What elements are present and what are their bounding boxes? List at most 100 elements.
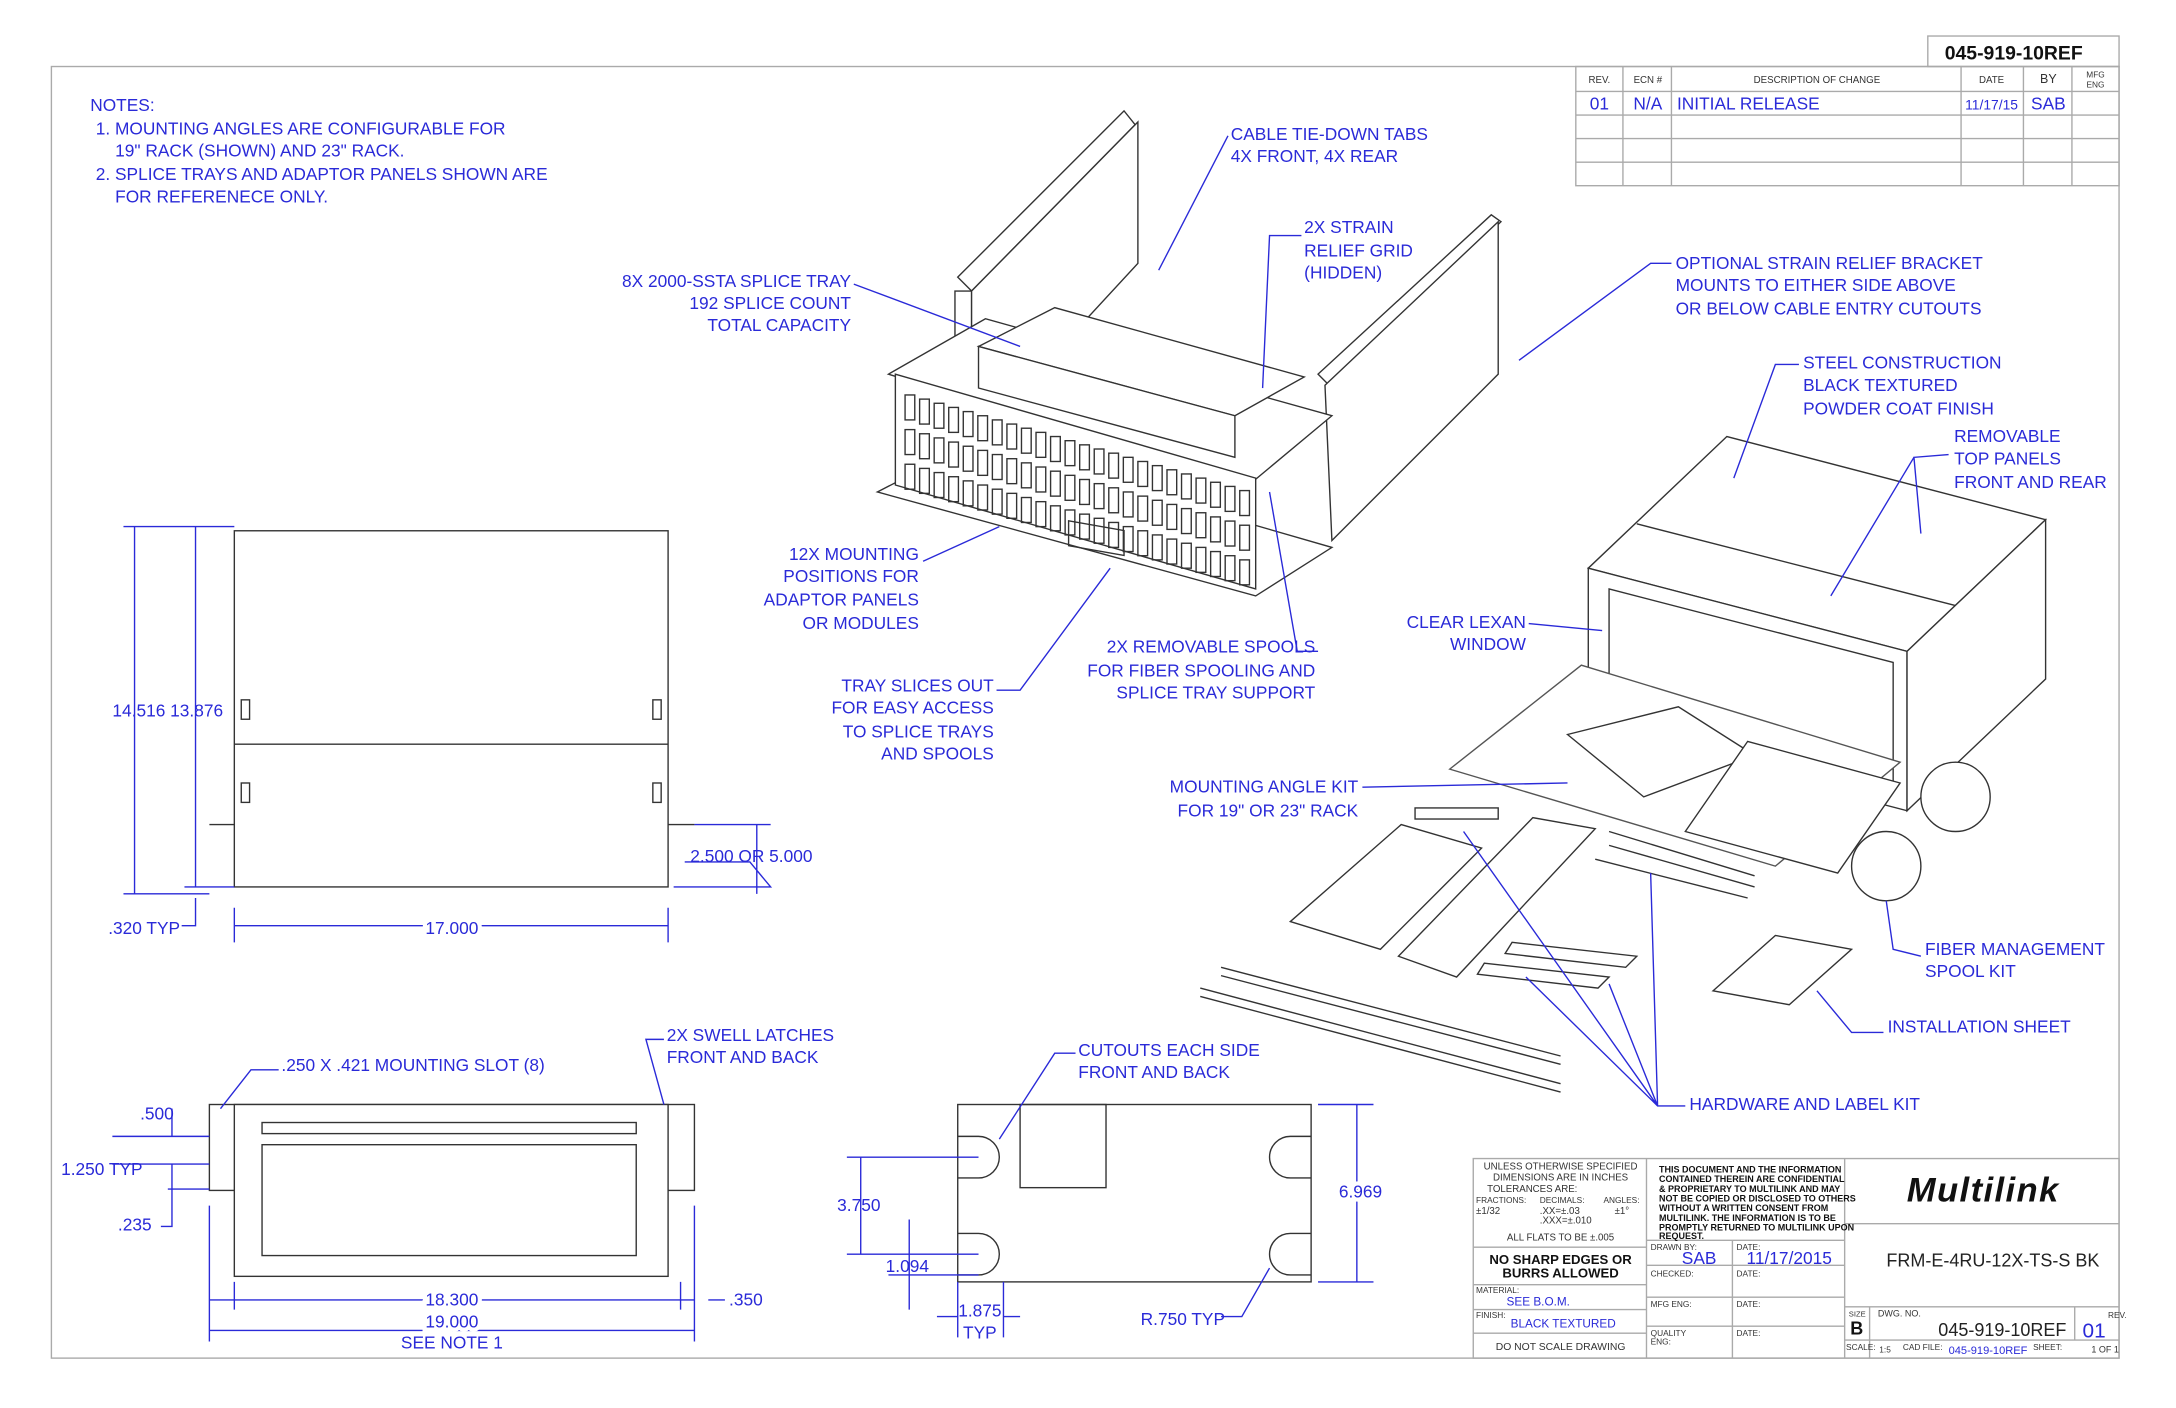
date-cell: 11/17/15 [1965,96,2018,112]
dimension-labels: 14.516 13.876 .320 TYP 17.000 2.500 OR 5… [61,700,1386,1352]
no-sharp-edges-2: BURRS ALLOWED [1502,1266,1618,1281]
drawn-by-value: SAB [1682,1248,1717,1268]
callout-steel: STEEL CONSTRUCTION [1803,353,2001,373]
adaptor-port [962,480,974,507]
tol-decimals-xx: .XX=±.03 [1540,1206,1580,1217]
adaptor-port [1122,456,1134,483]
callout-angle-kit: MOUNTING ANGLE KIT [1170,777,1359,797]
dim-320: .320 TYP [108,918,180,938]
adaptor-port [1064,474,1076,501]
adaptor-port [1224,555,1236,582]
adaptor-port [933,471,945,499]
adaptor-port [1239,524,1251,551]
cad-file-value: 045-919-10REF [1949,1345,2028,1357]
confidential-6: MULTILINK. THE INFORMATION IS TO BE [1659,1213,1836,1223]
callout-splice-tray-2: 192 SPLICE COUNT [689,293,851,313]
multilink-logo: Multilink [1907,1172,2060,1210]
material-value: SEE B.O.M. [1507,1295,1570,1308]
adaptor-port [1239,489,1251,517]
adaptor-port [1166,503,1178,531]
adaptor-port [1151,464,1163,492]
callout-strain-bracket: OPTIONAL STRAIN RELIEF BRACKET [1676,253,1984,273]
adaptor-port [1020,427,1032,454]
adaptor-port [1180,507,1192,535]
desc-cell: INITIAL RELEASE [1677,93,1820,113]
callout-splice-tray-3: TOTAL CAPACITY [707,315,851,335]
top-view [209,530,695,888]
confidential-7: PROMPTLY RETURNED TO MULTILINK UPON [1659,1223,1854,1233]
adaptor-port [1122,491,1134,518]
callout-mounting-positions-2: POSITIONS FOR [783,566,919,586]
dwg-no-value: 045-919-10REF [1938,1320,2066,1340]
adaptor-port [1035,466,1047,493]
tol-decimals-xxx: .XXX=±.010 [1540,1216,1593,1227]
callout-strain-bracket-3: OR BELOW CABLE ENTRY CUTOUTS [1676,299,1982,319]
tol-flats: ALL FLATS TO BE ±.005 [1507,1232,1614,1243]
dim-350: .350 [729,1289,763,1309]
adaptor-ports-grid [904,394,1251,586]
tol-fractions-label: FRACTIONS: [1476,1195,1526,1205]
quality-label: QUALITY [1651,1328,1687,1338]
ecn-header: ECN # [1634,75,1663,86]
revision-table: REV. ECN # DESCRIPTION OF CHANGE DATE BY… [1575,65,2120,187]
adaptor-port [1035,431,1047,459]
adaptor-port [1180,542,1192,569]
adaptor-port [918,467,931,495]
adaptor-port [1049,470,1061,497]
callout-strain-bracket-2: MOUNTS TO EITHER SIDE ABOVE [1676,275,1956,295]
callout-cutouts: CUTOUTS EACH SIDE [1078,1040,1260,1060]
size-label: SIZE [1849,1310,1866,1319]
dim-1250: 1.250 TYP [61,1159,142,1179]
adaptor-port [1078,513,1091,540]
mfg-header: MFG [2086,70,2104,80]
checked-date-label: DATE: [1737,1268,1761,1278]
callout-lexan: CLEAR LEXAN [1407,612,1526,632]
adaptor-port [1020,496,1032,524]
adaptor-port [962,445,974,472]
confidential-8: REQUEST. [1659,1231,1704,1241]
leader-lines [112,135,1949,1342]
sheet-border [50,65,2120,1359]
callout-top-panels-3: FRONT AND REAR [1954,472,2107,492]
callout-strain-grid-3: (HIDDEN) [1304,263,1382,283]
dim-r750: R.750 TYP [1141,1309,1225,1329]
mfg-date-label: DATE: [1737,1299,1761,1309]
adaptor-port [1209,550,1222,578]
desc-header: DESCRIPTION OF CHANGE [1754,75,1881,86]
adaptor-port [991,419,1003,446]
adaptor-port [1195,546,1207,574]
rev-label: REV. [2108,1310,2127,1320]
adaptor-port [933,402,945,429]
confidential-2: CONTAINED THEREIN ARE CONFIDENTIAL [1659,1174,1845,1184]
dim-latch-pos: 2.500 OR 5.000 [690,846,812,866]
adaptor-port [948,476,960,503]
callout-mounting-positions-3: ADAPTOR PANELS [764,590,919,610]
scale-label: SCALE: [1846,1342,1876,1352]
notes: NOTES: 1. MOUNTING ANGLES ARE CONFIGURAB… [90,95,547,206]
ecn-cell: N/A [1633,93,1662,113]
adaptor-port [977,449,989,477]
callout-strain-grid-2: RELIEF GRID [1304,240,1413,260]
adaptor-port [1209,481,1222,508]
adaptor-port [1064,440,1076,467]
adaptor-port [1006,458,1018,485]
tol-fractions: ±1/32 [1476,1206,1500,1217]
scale-value: 1:5 [1879,1345,1891,1355]
adaptor-port [1108,487,1120,514]
drawn-date-value: 11/17/2015 [1747,1248,1832,1268]
callout-spools-2: FOR FIBER SPOOLING AND [1087,660,1315,680]
adaptor-port [1006,423,1018,450]
adaptor-port [1137,460,1149,488]
adaptor-port [904,394,916,421]
iso-open-assembly [875,109,1503,597]
quality-date-label: DATE: [1737,1328,1761,1338]
front-view [208,1103,696,1278]
quality-label-2: ENG: [1651,1336,1671,1346]
callout-steel-2: BLACK TEXTURED [1803,375,1958,395]
tol-line-2: DIMENSIONS ARE IN INCHES [1493,1173,1629,1184]
callout-angle-kit-2: FOR 19" OR 23" RACK [1178,800,1359,820]
callout-hardware-kit: HARDWARE AND LABEL KIT [1689,1094,1920,1114]
confidential-1: THIS DOCUMENT AND THE INFORMATION [1659,1164,1842,1174]
drawn-by-label: DRAWN BY: [1651,1242,1697,1252]
